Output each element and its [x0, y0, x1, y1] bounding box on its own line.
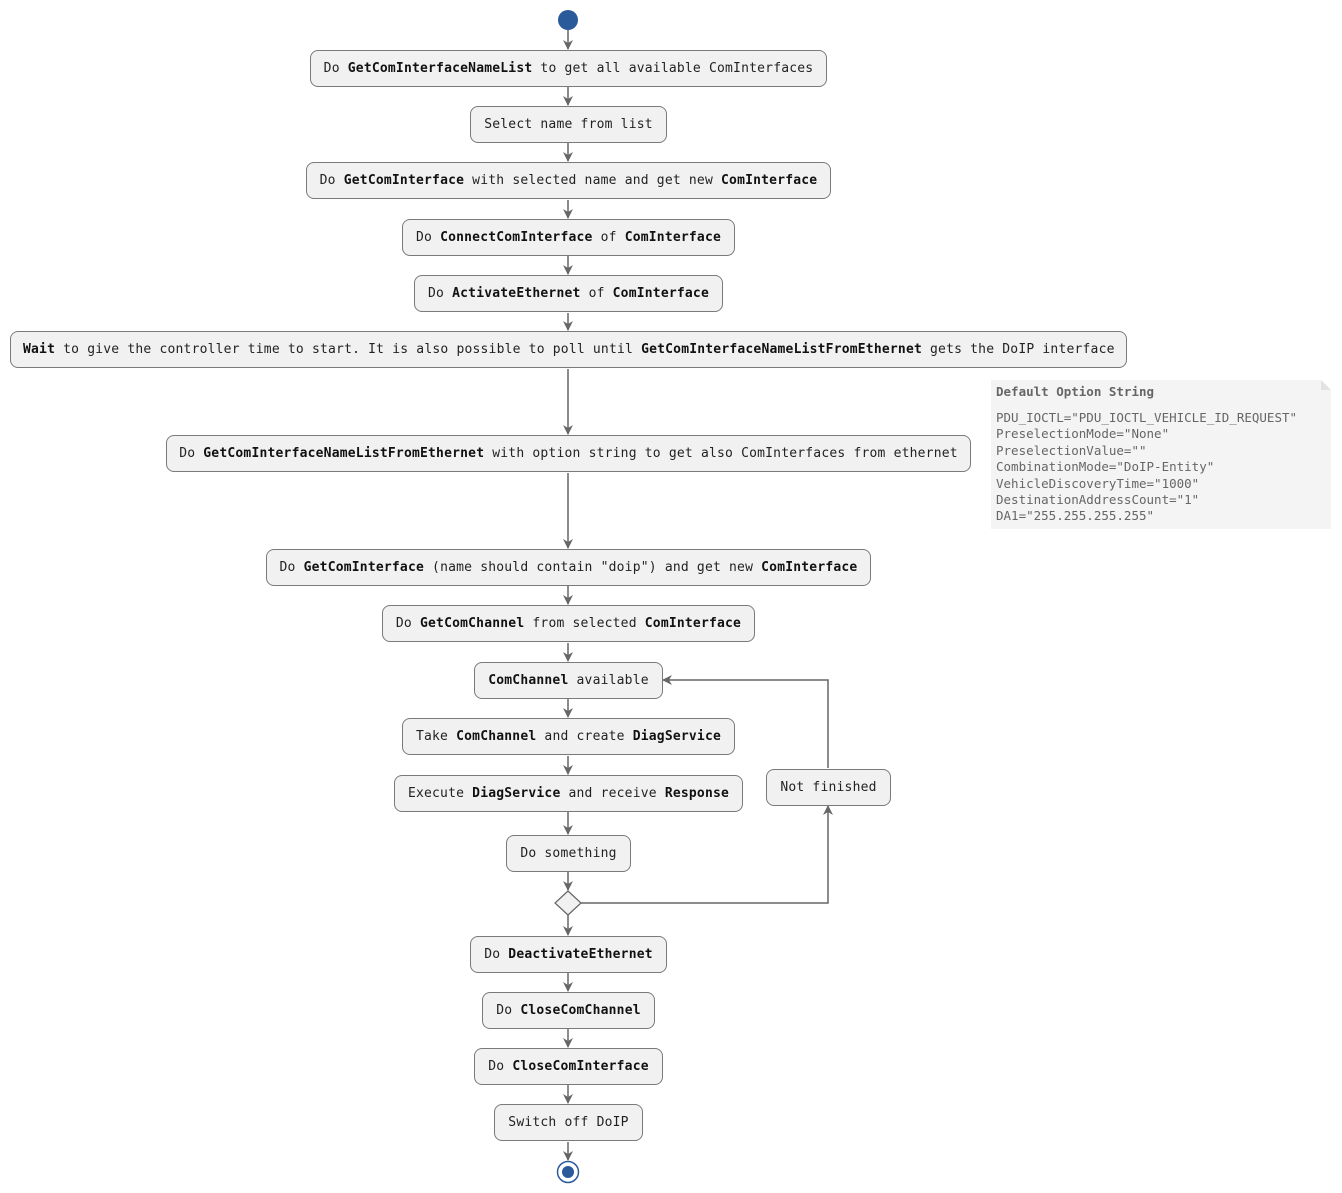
step-label-keyword: ComChannel: [456, 729, 537, 744]
step-label-keyword: ComInterface: [761, 560, 858, 575]
step-label-text: Do: [319, 173, 344, 188]
step-label-keyword: GetComInterface: [303, 560, 425, 575]
step-label-keyword: CloseComInterface: [512, 1059, 649, 1074]
step-label-keyword: DiagService: [472, 786, 561, 801]
step-label-text: of: [592, 230, 625, 245]
step-label-keyword: GetComInterfaceNameList: [347, 61, 533, 76]
note-line: DestinationAddressCount="1": [996, 492, 1200, 508]
note-line: CombinationMode="DoIP-Entity": [996, 459, 1215, 475]
step-label-keyword: Wait: [23, 342, 56, 357]
step-get-name-list-from-ethernet: Do GetComInterfaceNameListFromEthernet w…: [166, 435, 971, 472]
step-label-text: Do: [484, 947, 509, 962]
step-label-text: Do: [496, 1003, 521, 1018]
step-com-channel-available: ComChannel available: [474, 662, 663, 699]
step-connect-com-interface: Do ConnectComInterface of ComInterface: [402, 219, 735, 256]
step-label-keyword: ComInterface: [644, 616, 742, 631]
step-label-keyword: Response: [664, 786, 730, 801]
step-execute-diag-service: Execute DiagService and receive Response: [394, 775, 743, 812]
decision-diamond: [554, 890, 582, 916]
step-do-something: Do something: [506, 835, 631, 872]
note-line: VehicleDiscoveryTime="1000": [996, 475, 1200, 491]
step-label-text: Select name from list: [484, 117, 653, 132]
step-label-keyword: DiagService: [632, 729, 722, 744]
end-node: [556, 1160, 580, 1184]
note-fold-corner: [1321, 380, 1331, 390]
step-label-text: with selected name and get new: [464, 173, 722, 188]
step-label-keyword: ComInterface: [624, 230, 722, 245]
step-label-text: and create: [536, 729, 633, 744]
step-label-keyword: ActivateEthernet: [452, 286, 581, 301]
step-label-text: from selected: [524, 616, 645, 631]
step-switch-off-doip: Switch off DoIP: [494, 1104, 643, 1141]
note-line: PreselectionValue="": [996, 442, 1147, 458]
step-label-text: and receive: [560, 786, 665, 801]
step-label-text: Do: [279, 560, 304, 575]
step-label-keyword: GetComChannel: [420, 616, 525, 631]
step-label-keyword: ComInterface: [721, 173, 818, 188]
step-label-text: with option string to get also ComInterf…: [484, 446, 958, 461]
step-label-text: Do: [488, 1059, 513, 1074]
step-label-text: Do: [415, 230, 441, 245]
step-get-com-interface-name-list: Do GetComInterfaceNameList to get all av…: [310, 50, 827, 87]
step-label-keyword: GetComInterfaceNameListFromEthernet: [203, 446, 485, 461]
step-label-text: to give the controller time to start. It…: [55, 342, 642, 357]
step-label-keyword: DeactivateEthernet: [508, 947, 653, 962]
step-label-text: Take: [415, 729, 457, 744]
step-create-diag-service: Take ComChannel and create DiagService: [402, 718, 735, 755]
start-node: [558, 10, 578, 30]
step-label-text: gets the DoIP interface: [922, 342, 1115, 357]
note-line: PDU_IOCTL="PDU_IOCTL_VEHICLE_ID_REQUEST": [996, 410, 1298, 425]
step-label-text: Do something: [520, 846, 617, 861]
step-select-name: Select name from list: [470, 106, 667, 143]
note-title: Default Option String: [996, 384, 1155, 399]
note-line: DA1="255.255.255.255": [996, 508, 1155, 524]
step-label-keyword: ComChannel: [488, 673, 569, 688]
loop-label-not-finished: Not finished: [766, 769, 891, 806]
default-option-string-note: Default Option String PDU_IOCTL="PDU_IOC…: [991, 380, 1331, 529]
step-label-text: of: [580, 286, 613, 301]
step-activate-ethernet: Do ActivateEthernet of ComInterface: [414, 275, 723, 312]
step-label-text: Do: [428, 286, 453, 301]
step-label-text: to get all available ComInterfaces: [532, 61, 814, 76]
step-label-text: Do: [323, 61, 348, 76]
step-label-keyword: GetComInterface: [343, 173, 465, 188]
step-label-keyword: ConnectComInterface: [440, 230, 593, 245]
step-label-keyword: GetComInterfaceNameListFromEthernet: [641, 342, 922, 357]
step-close-com-channel: Do CloseComChannel: [482, 992, 655, 1029]
step-label-text: Switch off DoIP: [508, 1115, 629, 1130]
step-close-com-interface: Do CloseComInterface: [474, 1048, 663, 1085]
step-label-text: (name should contain "doip") and get new: [424, 560, 762, 575]
step-deactivate-ethernet: Do DeactivateEthernet: [470, 936, 667, 973]
step-label-text: available: [568, 673, 649, 688]
connector-lines: [563, 30, 833, 1161]
step-label-text: Do: [395, 616, 420, 631]
step-wait: Wait to give the controller time to star…: [10, 331, 1127, 368]
note-line: PreselectionMode="None": [996, 426, 1170, 442]
step-label-text: Execute: [407, 786, 473, 801]
step-label-text: Do: [179, 446, 204, 461]
step-get-doip-com-interface: Do GetComInterface (name should contain …: [266, 549, 871, 586]
step-get-com-channel: Do GetComChannel from selected ComInterf…: [382, 605, 755, 642]
step-label-keyword: CloseComChannel: [520, 1003, 641, 1018]
step-label-keyword: ComInterface: [612, 286, 709, 301]
step-get-com-interface: Do GetComInterface with selected name an…: [306, 162, 831, 199]
